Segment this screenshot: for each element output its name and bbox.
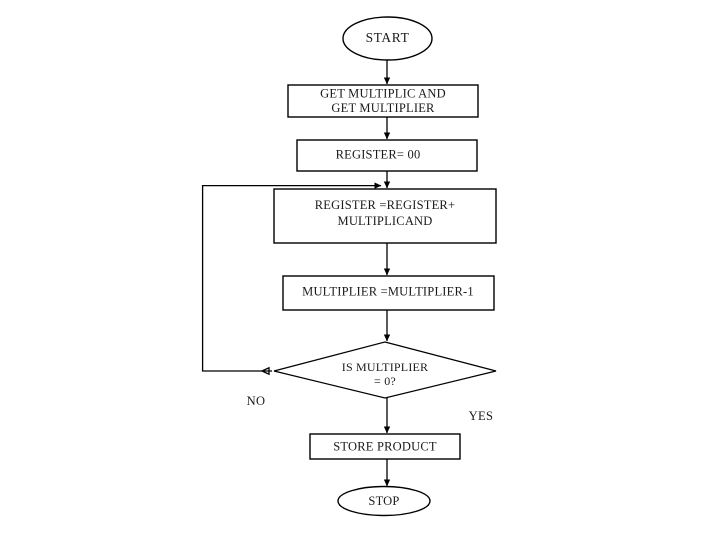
- connectors: [201, 60, 391, 487]
- node-start[interactable]: START: [342, 16, 433, 61]
- node-stop[interactable]: STOP: [337, 485, 431, 517]
- edge-label-yes: YES: [469, 409, 494, 423]
- node-decrement[interactable]: MULTIPLIER =MULTIPLIER-1: [282, 275, 495, 311]
- init-register-label: REGISTER= 00: [336, 147, 421, 161]
- get-inputs-label-line2: GET MULTIPLIER: [331, 101, 435, 115]
- check-zero-label-line1: IS MULTIPLIER: [342, 360, 429, 374]
- node-store[interactable]: STORE PRODUCT: [309, 433, 461, 460]
- node-init-register[interactable]: REGISTER= 00: [296, 139, 478, 172]
- stop-oval-shape: [337, 485, 431, 517]
- decrement-box-shape: [282, 275, 495, 311]
- edge-label-no: NO: [247, 394, 266, 408]
- init-register-box-shape: [296, 139, 478, 172]
- accumulate-label-line2: MULTIPLICAND: [338, 214, 433, 228]
- start-oval-shape: [342, 16, 433, 61]
- get-inputs-label-line1: GET MULTIPLIC AND: [320, 86, 446, 100]
- store-label: STORE PRODUCT: [333, 439, 437, 453]
- node-accumulate[interactable]: REGISTER =REGISTER+ MULTIPLICAND: [273, 188, 497, 244]
- check-zero-diamond-shape: [273, 341, 497, 399]
- store-box-shape: [309, 433, 461, 460]
- get-inputs-box-shape: [287, 84, 479, 118]
- check-zero-label-line2: = 0?: [374, 374, 396, 388]
- start-label: START: [366, 30, 410, 45]
- decrement-label: MULTIPLIER =MULTIPLIER-1: [302, 284, 474, 298]
- node-get-inputs[interactable]: GET MULTIPLIC AND GET MULTIPLIER: [287, 84, 479, 118]
- accumulate-box-shape: [273, 188, 497, 244]
- stop-label: STOP: [368, 494, 399, 508]
- node-check-zero[interactable]: IS MULTIPLIER = 0?: [273, 341, 497, 399]
- accumulate-label-line1: REGISTER =REGISTER+: [315, 198, 455, 212]
- connector-no-loop-arrowhead: [260, 366, 270, 376]
